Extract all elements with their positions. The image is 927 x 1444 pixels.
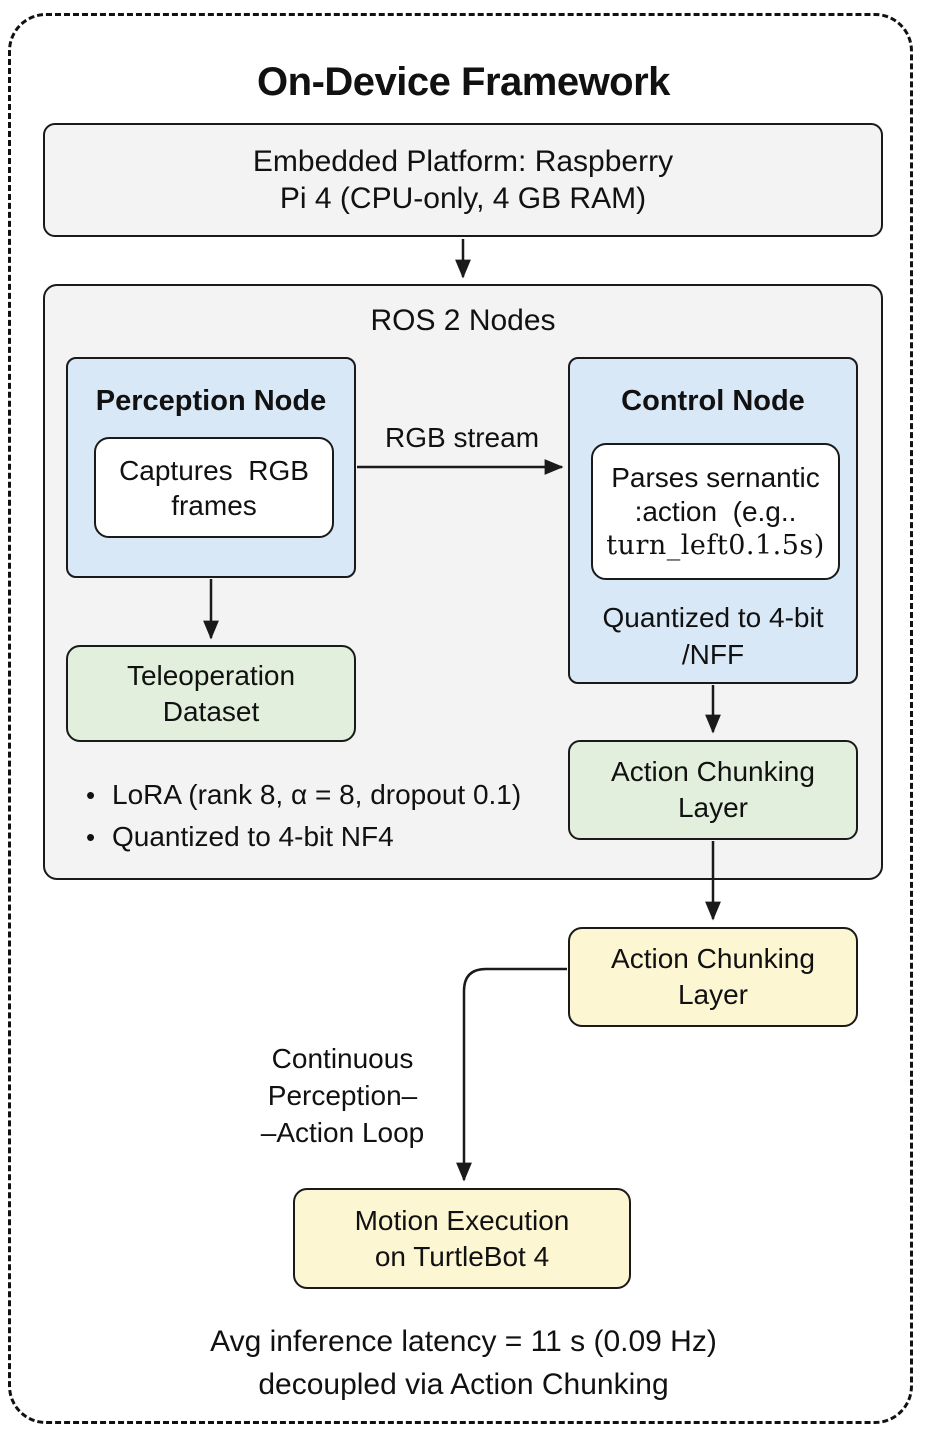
embedded-platform-line2: Pi 4 (CPU-only, 4 GB RAM) (279, 182, 647, 215)
quantized-line2: /NFF (681, 639, 745, 670)
teleop-line2: Dataset (162, 695, 260, 727)
caption-line2: decoupled via Action Chunking (258, 1368, 669, 1401)
parses-semantic-action-box: Parses sernantic :action (e.g.. turn_lef… (591, 443, 840, 580)
list-item: • LoRA (rank 8, α = 8, dropout 0.1) (86, 774, 521, 816)
control-node-box: Control Node Parses sernantic :action (e… (568, 357, 858, 684)
control-node-footer: Quantized to 4-bit /NFF (570, 599, 856, 673)
acl-outer-line1: Action Chunking (611, 943, 815, 974)
loop-label-line1: Continuous (271, 1043, 414, 1074)
latency-caption: Avg inference latency = 11 s (0.09 Hz) d… (0, 1320, 927, 1406)
captures-rgb-frames-box: Captures RGB frames (94, 437, 334, 538)
loop-label-line3: –Action Loop (260, 1117, 425, 1148)
bullet-text-lora: LoRA (rank 8, α = 8, dropout 0.1) (112, 779, 522, 810)
captures-line1: Captures RGB (119, 454, 309, 486)
teleoperation-dataset-box: Teleoperation Dataset (66, 645, 356, 742)
rgb-stream-label: RGB stream (384, 422, 540, 453)
continuous-loop-label: Continuous Perception– –Action Loop (235, 1040, 450, 1151)
motion-execution-box: Motion Execution on TurtleBot 4 (293, 1188, 631, 1289)
action-chunking-layer-outer-box: Action Chunking Layer (568, 927, 858, 1027)
acl-inner-line2: Layer (677, 792, 749, 823)
teleop-line1: Teleoperation (126, 659, 296, 691)
perception-node-title: Perception Node (95, 385, 327, 417)
parses-line2: :action (e.g.. (634, 495, 797, 527)
bullet-icon: • (86, 822, 96, 852)
quantized-line1: Quantized to 4-bit (602, 602, 824, 633)
captures-line2: frames (171, 489, 257, 521)
ros2-nodes-label: ROS 2 Nodes (370, 304, 556, 337)
parses-line1: Parses sernantic (611, 461, 820, 493)
parses-line3-code: turn_left0.1.5s) (606, 529, 825, 561)
embedded-platform-line1: Embedded Platform: Raspberry (252, 145, 674, 178)
motion-line2: on TurtleBot 4 (374, 1240, 550, 1272)
caption-line1: Avg inference latency = 11 s (0.09 Hz) (210, 1325, 717, 1358)
training-details-list: • LoRA (rank 8, α = 8, dropout 0.1) • Qu… (86, 774, 521, 858)
action-chunking-layer-inner-box: Action Chunking Layer (568, 740, 858, 840)
bullet-text-quantized: Quantized to 4-bit NF4 (112, 821, 394, 852)
embedded-platform-box: Embedded Platform: Raspberry Pi 4 (CPU-o… (43, 123, 883, 237)
figure-title: On-Device Framework (257, 60, 670, 104)
loop-label-line2: Perception– (267, 1080, 418, 1111)
control-node-title: Control Node (621, 385, 805, 417)
acl-inner-line1: Action Chunking (611, 756, 815, 787)
framework-dashed-boundary (8, 13, 913, 1424)
acl-outer-line2: Layer (677, 979, 749, 1010)
bullet-icon: • (86, 780, 96, 810)
motion-line1: Motion Execution (354, 1204, 570, 1236)
perception-node-box: Perception Node Captures RGB frames (66, 357, 356, 578)
list-item: • Quantized to 4-bit NF4 (86, 816, 521, 858)
